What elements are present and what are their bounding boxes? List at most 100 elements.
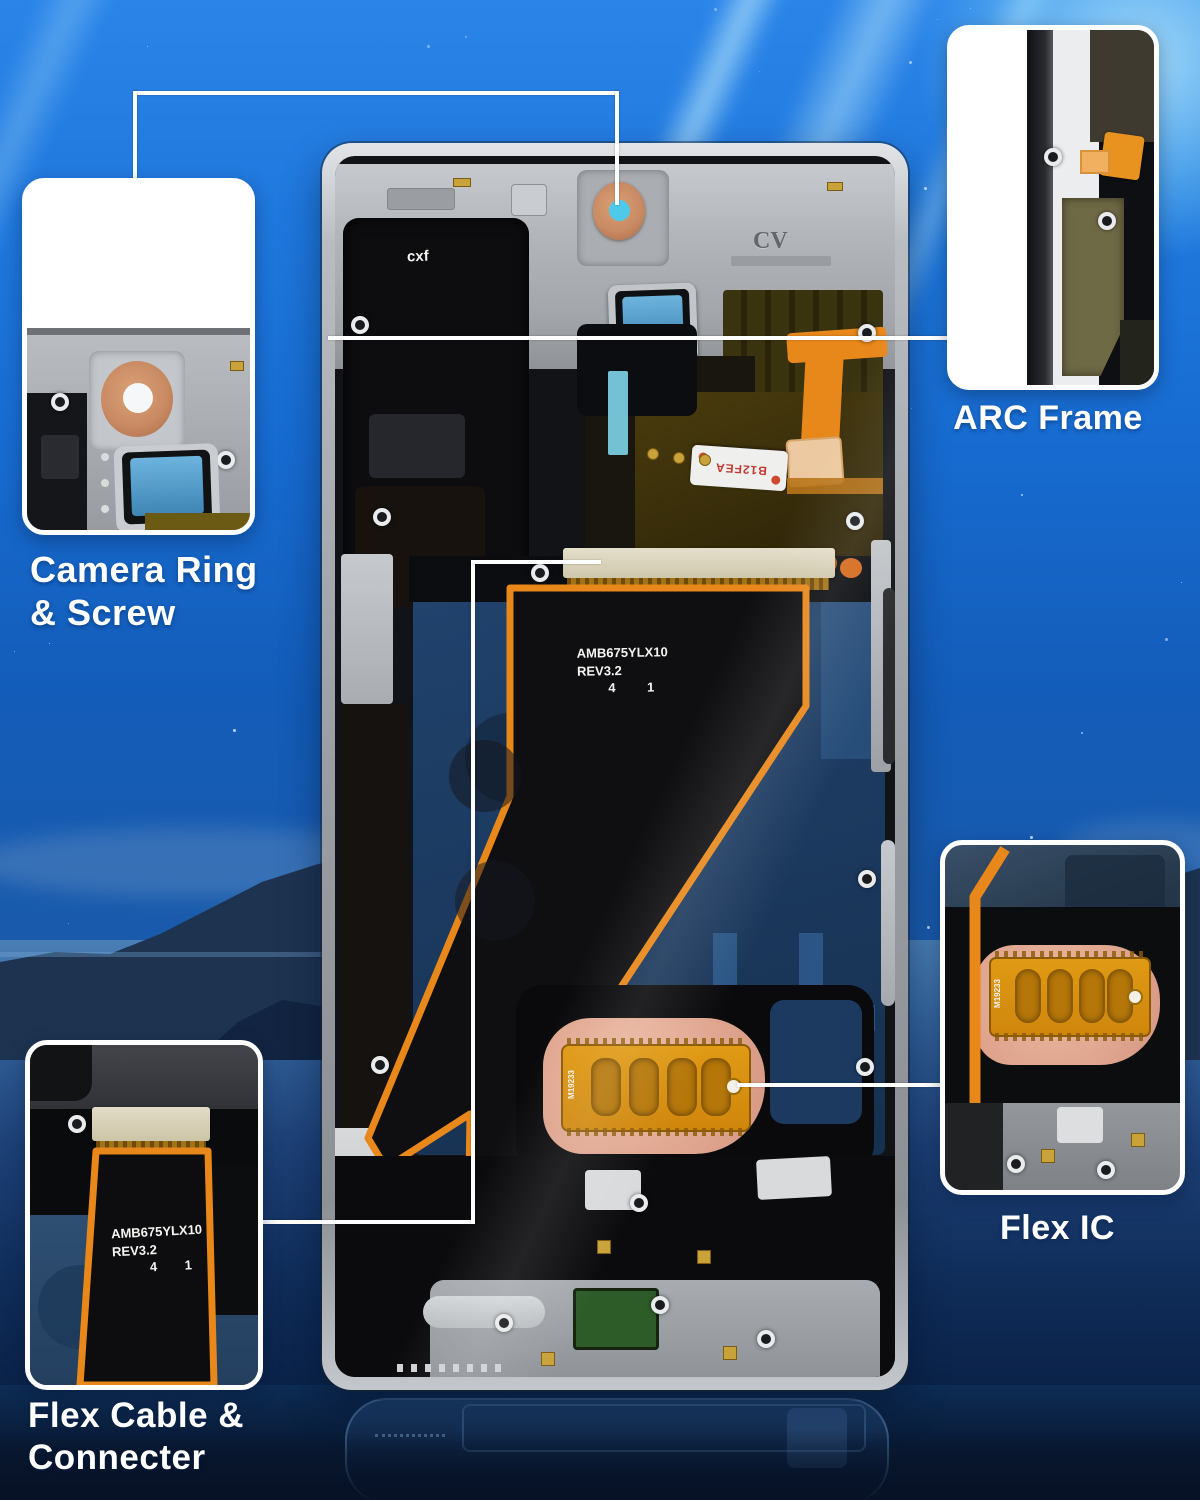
gold-chip [1041,1149,1055,1163]
plate-edge [27,328,250,335]
screw [856,1058,874,1076]
screw [51,393,69,411]
gold-contact [673,452,685,464]
ic-slot [1015,969,1041,1023]
gold-chip [1131,1133,1145,1147]
flex-comb-zoom [96,1141,206,1152]
screw [217,451,235,469]
camera-callout-line [133,91,619,95]
camera-ring-hole [609,200,630,221]
module-navy-window [770,1000,862,1124]
frame-emboss [387,188,455,210]
flex-ribbon-zoom [76,1147,218,1385]
black-blob [30,1045,92,1101]
flex-ribbon-marking: AMB675YLX10 REV3.2 4 1 [577,643,669,697]
gold-chip [697,1250,711,1264]
reflection-fade [0,1430,1200,1500]
flex-marking-line2: REV3.2 [576,662,622,679]
ic-screw-dot [1127,989,1143,1005]
camera-callout-line [615,91,619,205]
tab-connector-zoom [1080,150,1110,174]
rivet-dot [101,479,109,487]
photo-white-area [27,183,250,328]
gold-pcb-strip-zoom [145,513,250,530]
flex-cable-callout-line [261,1220,475,1224]
rivet-dot [101,505,109,513]
ic-slot [1079,969,1105,1023]
bottom-pcb-green [573,1288,659,1350]
arc-label: ARC Frame [953,399,1143,437]
screw [1098,212,1116,230]
orange-grommet [840,558,862,578]
flex-marking-line3: 4 1 [608,679,669,696]
cyan-pull-tab [608,371,628,455]
screw [531,564,549,582]
flex-cable-callout-box: AMB675YLX10 REV3.2 4 1 [25,1040,263,1390]
rivet-dot [101,453,109,461]
flex-ic: M19233 [561,1038,751,1136]
arc-callout-line [328,336,950,340]
gold-contact [699,454,711,466]
flex-ic-label: Flex IC [1000,1209,1115,1247]
camera-label-line2: & Screw [30,592,176,634]
adhesive-shape [821,599,879,759]
screw [858,870,876,888]
frame-emboss-line [731,256,831,266]
flex-ic-zoom: M19233 [989,951,1151,1041]
side-button [883,588,895,764]
antenna-contact [827,182,843,191]
ic-slot [629,1058,659,1116]
ic-slot [1047,969,1073,1023]
camera-ring-hole-zoom [123,383,153,413]
ic-comb [995,1033,1143,1041]
frame-rail-zoom [1027,30,1053,385]
ic-marking: M19233 [566,1070,576,1099]
camera-label: Camera Ring & Screw [30,548,258,634]
arc-callout-box [947,25,1159,390]
screw [1007,1155,1025,1173]
phone-frame-assembly: CV cxf B12FEA [322,143,908,1390]
screw [1097,1161,1115,1179]
gold-chip [597,1240,611,1254]
ic-slot [667,1058,697,1116]
flex-connector-zoom [92,1107,210,1141]
white-bracket-zoom [1057,1107,1103,1143]
flex-tail [787,478,883,494]
screw [846,512,864,530]
screw [757,1330,775,1348]
screw [630,1194,648,1212]
flex-cable-callout-line [471,560,601,564]
bracket [511,184,547,216]
dark-square-zoom [41,435,79,479]
charcoal-corner [945,1103,1003,1190]
antenna-contact [453,178,471,187]
olive-sticker-zoom [1062,198,1124,376]
bronze-corner [1090,30,1154,142]
screw [651,1296,669,1314]
antenna-dashes [397,1364,507,1372]
flex-ic-callout-line [737,1083,943,1087]
camera-callout-line [133,91,137,181]
flex-ic-callout-box: M19233 [940,840,1185,1195]
flex-cable-label-line1: Flex Cable & [28,1396,245,1435]
screw [351,316,369,334]
speaker-mesh [369,414,465,478]
flex-cable-label: Flex Cable & Connecter [28,1395,244,1479]
ic-comb [567,1128,743,1136]
camera-callout-box [22,178,255,535]
screw [371,1056,389,1074]
dark-olive-corner [1120,320,1154,385]
gold-chip [723,1346,737,1360]
camera-window-glass-zoom [130,455,204,517]
bottom-silver-bracket [423,1296,545,1328]
side-rail-segment [881,840,895,1006]
camera-label-line1: Camera Ring [30,549,258,590]
frame-stamp-cv: CV [753,228,788,254]
gold-contact [230,361,244,371]
white-bracket [756,1156,832,1200]
gold-contact [647,448,659,460]
screw [68,1115,86,1133]
flex-cable-label-line2: Connecter [28,1438,206,1477]
left-metal-strip [341,554,393,704]
